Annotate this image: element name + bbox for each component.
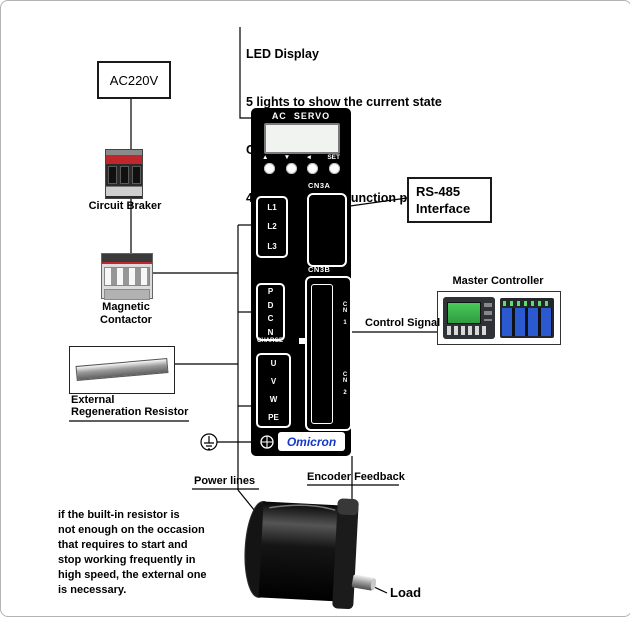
regeneration-resistor-image xyxy=(69,346,175,394)
master-controller-label: Master Controller xyxy=(452,275,544,287)
load-label: Load xyxy=(390,585,422,600)
terminal-l1: L1 xyxy=(267,203,277,213)
ac-power-source-box: AC220V xyxy=(97,61,171,99)
key-labels: ▲ ▼ ◄ SET xyxy=(262,154,340,161)
terminal-u: U xyxy=(270,359,277,369)
resistor-label-line2: Regeneration Resistor xyxy=(71,406,189,418)
cn3a-label: CN3A xyxy=(308,181,331,190)
magnetic-contactor-label-line1: Magnetic xyxy=(102,301,150,313)
terminal-l2: L2 xyxy=(267,222,277,232)
terminal-w: W xyxy=(269,394,278,404)
circuit-breaker-label: Circuit Braker xyxy=(88,200,162,212)
note-line: not enough on the occasion xyxy=(58,524,205,536)
cn2-label: CN 2 xyxy=(342,372,348,396)
note-line: that requires to start and xyxy=(58,539,188,551)
charge-label: CHARGE xyxy=(257,338,284,344)
terminal-c: C xyxy=(267,314,274,324)
resistor-bar xyxy=(75,358,169,381)
resistor-label: External Regeneration Resistor xyxy=(71,394,188,418)
ac-power-source-label: AC220V xyxy=(109,72,159,88)
resistor-note: if the built-in resistor is not enough o… xyxy=(58,508,236,598)
terminal-pe: PE xyxy=(268,412,279,422)
magnetic-contactor-image xyxy=(101,253,153,300)
terminal-v: V xyxy=(270,377,277,387)
plc-modules xyxy=(502,308,552,336)
cn3b-connector-slot xyxy=(311,284,333,424)
led-display-label: LED Display xyxy=(246,47,319,61)
key-button xyxy=(264,163,275,174)
hmi-keypad xyxy=(447,326,487,335)
charge-indicator: CHARGE xyxy=(257,338,305,344)
contactor-top xyxy=(102,254,152,264)
contactor-base xyxy=(104,289,150,300)
terminal-l3: L3 xyxy=(267,241,277,251)
hmi-screen xyxy=(447,302,481,324)
rs485-label-line1: RS-485 xyxy=(416,184,461,199)
encoder-feedback-label: Encoder Feedback xyxy=(307,471,405,483)
plc-leds xyxy=(503,301,549,306)
led-display-desc: 5 lights to show the current state xyxy=(246,95,442,109)
key-down-icon: ▼ xyxy=(283,154,291,161)
brand-strip: Omicron xyxy=(278,432,345,451)
cn3b-label: CN3B xyxy=(308,265,331,274)
cn3b-connector: CN 1 CN 2 xyxy=(305,276,352,431)
drive-header: AC SERVO xyxy=(271,111,331,121)
pe-ground-icon xyxy=(260,435,274,449)
rs485-label-line2: Interface xyxy=(416,201,471,216)
brand-logo: Omicron xyxy=(286,434,337,449)
breaker-top xyxy=(106,150,142,155)
breaker-red-band xyxy=(106,155,142,164)
resistor-label-line1: External xyxy=(71,394,115,406)
servo-motor-drawing xyxy=(244,498,377,610)
note-line: if the built-in resistor is xyxy=(58,509,180,521)
servo-drive-panel: AC SERVO ▲ ▼ ◄ SET CN3A L1 L2 L3 CN3B P … xyxy=(251,108,352,456)
key-button xyxy=(307,163,319,174)
terminal-n: N xyxy=(267,327,274,337)
key-up-icon: ▲ xyxy=(262,154,269,161)
earth-ground-icon xyxy=(200,433,218,451)
input-terminal-block: L1 L2 L3 xyxy=(256,196,288,258)
plc-image xyxy=(500,298,554,338)
terminal-d: D xyxy=(267,300,274,310)
rs485-interface-box: RS-485 Interface xyxy=(407,177,492,223)
output-terminal-block: U V W PE xyxy=(256,353,291,428)
master-controller-box xyxy=(437,291,561,345)
terminal-p: P xyxy=(267,287,274,297)
power-lines-label: Power lines xyxy=(194,475,256,487)
contactor-contacts xyxy=(104,267,150,286)
key-buttons xyxy=(264,163,340,174)
led-display xyxy=(264,123,340,154)
breaker-base xyxy=(106,186,142,196)
hmi-side-buttons xyxy=(484,303,492,321)
key-button xyxy=(285,163,297,174)
note-line: high speed, the external one xyxy=(58,569,207,581)
hmi-image xyxy=(443,297,495,339)
key-set-label: SET xyxy=(327,154,340,161)
dc-bus-terminal-block: P D C N xyxy=(256,283,285,341)
cn3a-connector xyxy=(307,193,347,267)
key-button xyxy=(328,163,340,174)
key-left-icon: ◄ xyxy=(305,154,312,161)
note-line: is necessary. xyxy=(58,584,127,596)
magnetic-contactor-label: Magnetic Contactor xyxy=(91,301,161,327)
control-signal-label: Control Signal xyxy=(365,317,441,329)
magnetic-contactor-label-line2: Contactor xyxy=(100,314,152,326)
breaker-toggles xyxy=(106,164,142,186)
cn1-label: CN 1 xyxy=(342,302,348,326)
servo-motor-image xyxy=(231,493,391,613)
note-line: stop working frequently in xyxy=(58,554,196,566)
circuit-breaker-image xyxy=(105,149,143,199)
charge-lamp-icon xyxy=(299,338,305,344)
